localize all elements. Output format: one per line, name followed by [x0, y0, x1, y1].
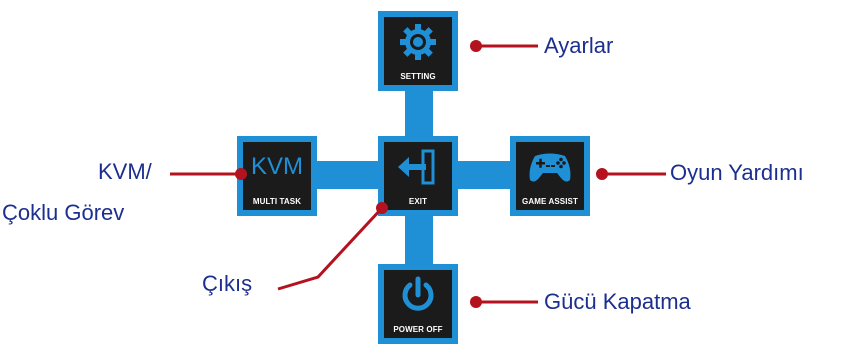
- multi-task-tile[interactable]: KVM MULTI TASK: [237, 136, 317, 216]
- game-assist-tile[interactable]: GAME ASSIST: [510, 136, 590, 216]
- game-assist-label: GAME ASSIST: [522, 197, 578, 206]
- power-icon: [395, 275, 441, 315]
- gear-icon: [395, 22, 441, 62]
- kvm-icon-text: KVM: [251, 153, 304, 180]
- power-off-label: POWER OFF: [393, 325, 443, 334]
- setting-tile[interactable]: SETTING: [378, 11, 458, 91]
- exit-door-icon: [395, 147, 441, 187]
- callout-power: Gücü Kapatma: [544, 289, 691, 314]
- leader-line-exit: [277, 206, 384, 291]
- callout-settings: Ayarlar: [544, 33, 614, 58]
- exit-tile[interactable]: EXIT: [378, 136, 458, 216]
- callout-exit: Çıkış: [202, 271, 253, 296]
- leader-dot-settings: [470, 40, 482, 52]
- setting-label: SETTING: [400, 72, 436, 81]
- leader-dot-exit: [376, 202, 388, 214]
- gamepad-icon: [527, 147, 573, 187]
- leader-dot-power: [470, 296, 482, 308]
- leader-dot-kvm: [235, 168, 247, 180]
- power-off-tile[interactable]: POWER OFF: [378, 264, 458, 344]
- callout-kvm-line1: KVM/: [98, 159, 152, 184]
- leader-dot-game: [596, 168, 608, 180]
- callout-game: Oyun Yardımı: [670, 160, 804, 185]
- callout-kvm-line2: Çoklu Görev: [2, 200, 125, 225]
- exit-label: EXIT: [408, 197, 428, 206]
- multi-task-label: MULTI TASK: [252, 197, 302, 206]
